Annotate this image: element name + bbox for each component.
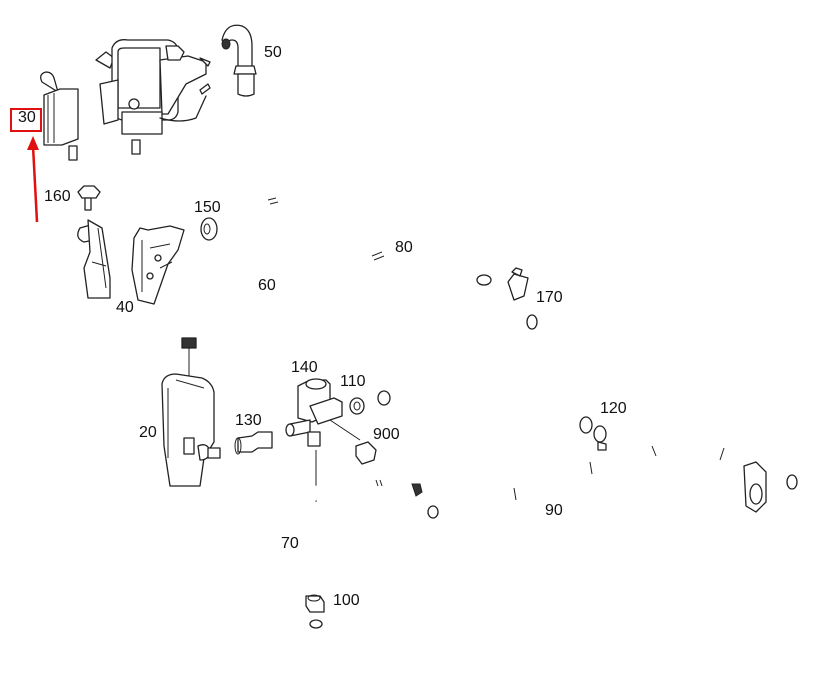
callout-50[interactable]: 50 [264,44,282,61]
part-140-valve[interactable] [285,378,361,502]
callout-20[interactable]: 20 [139,424,157,441]
part-110-clamp[interactable] [349,397,365,415]
callout-120[interactable]: 120 [600,400,627,417]
part-90-hose-line[interactable] [427,445,798,523]
callout-40[interactable]: 40 [116,299,134,316]
callout-150[interactable]: 150 [194,199,221,216]
part-170-hose-valve[interactable] [476,267,538,330]
part-40-bracket-right[interactable] [131,225,185,305]
part-50-elbow-hose[interactable] [221,24,257,97]
part-900-connector[interactable] [355,441,377,465]
part-30-heater-element[interactable] [40,71,79,161]
callout-90[interactable]: 90 [545,502,563,519]
part-70-hose[interactable] [286,470,423,629]
part-100-clamp[interactable] [305,594,325,613]
callout-60[interactable]: 60 [258,277,276,294]
callout-900[interactable]: 900 [373,426,400,443]
callout-130[interactable]: 130 [235,412,262,429]
callout-140[interactable]: 140 [291,359,318,376]
part-150-grommet[interactable] [200,217,218,241]
part-40-bracket-left[interactable] [77,219,111,299]
part-60-hose[interactable] [181,187,285,388]
part-heater-unit-assembly[interactable] [95,39,211,155]
callout-160[interactable]: 160 [44,188,71,205]
callout-30-highlight-box [10,108,42,132]
part-160-bolt[interactable] [77,185,101,211]
callout-100[interactable]: 100 [333,592,360,609]
callout-170[interactable]: 170 [536,289,563,306]
part-130-hose-connector[interactable] [234,431,273,455]
part-80-hose[interactable] [356,236,504,406]
callout-110[interactable]: 110 [340,373,366,390]
callout-80[interactable]: 80 [395,239,413,256]
highlight-arrow [27,136,39,223]
callout-30[interactable]: 30 [18,109,36,126]
callout-70[interactable]: 70 [281,535,299,552]
part-20-pump[interactable] [161,373,221,487]
part-120-clamps[interactable] [579,416,607,451]
